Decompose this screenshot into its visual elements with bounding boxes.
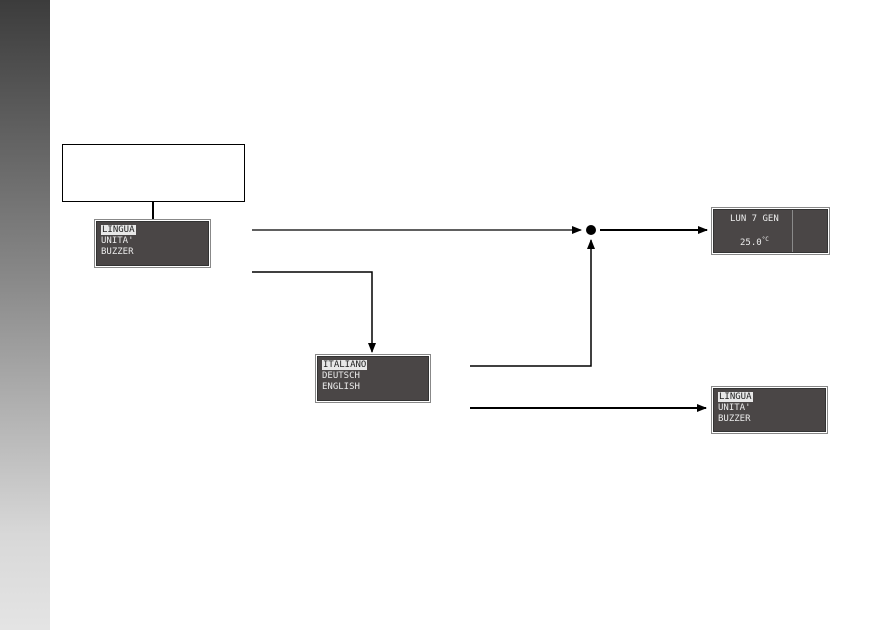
lcd-settings-menu: LINGUA UNITA' BUZZER (94, 219, 211, 268)
menu-item-unita: UNITA' (101, 236, 134, 246)
display-divider (792, 210, 793, 252)
lcd-home-display: LUN 7 GEN 25.0°C (711, 207, 830, 255)
temperature-value: 25.0 (740, 238, 762, 248)
junction-dot (586, 225, 596, 235)
home-temperature: 25.0°C (740, 236, 769, 248)
home-date: LUN 7 GEN (730, 214, 779, 224)
menu-item-buzzer: BUZZER (101, 247, 134, 257)
arrow-language-menu-to-junction (470, 239, 595, 367)
side-gradient-strip (0, 0, 50, 630)
language-item-italiano: ITALIANO (322, 360, 368, 370)
menu-item-buzzer: BUZZER (718, 414, 751, 424)
temperature-unit: °C (761, 236, 769, 243)
menu-item-lingua: LINGUA (718, 392, 753, 402)
arrow-main-to-language-menu (252, 271, 376, 353)
language-item-deutsch: DEUTSCH (322, 371, 360, 381)
menu-item-lingua: LINGUA (101, 225, 136, 235)
callout-box (62, 144, 245, 202)
lcd-settings-menu-return: LINGUA UNITA' BUZZER (711, 386, 828, 434)
lcd-language-menu: ITALIANO DEUTSCH ENGLISH (315, 354, 431, 403)
language-item-english: ENGLISH (322, 382, 360, 392)
menu-item-unita: UNITA' (718, 403, 751, 413)
